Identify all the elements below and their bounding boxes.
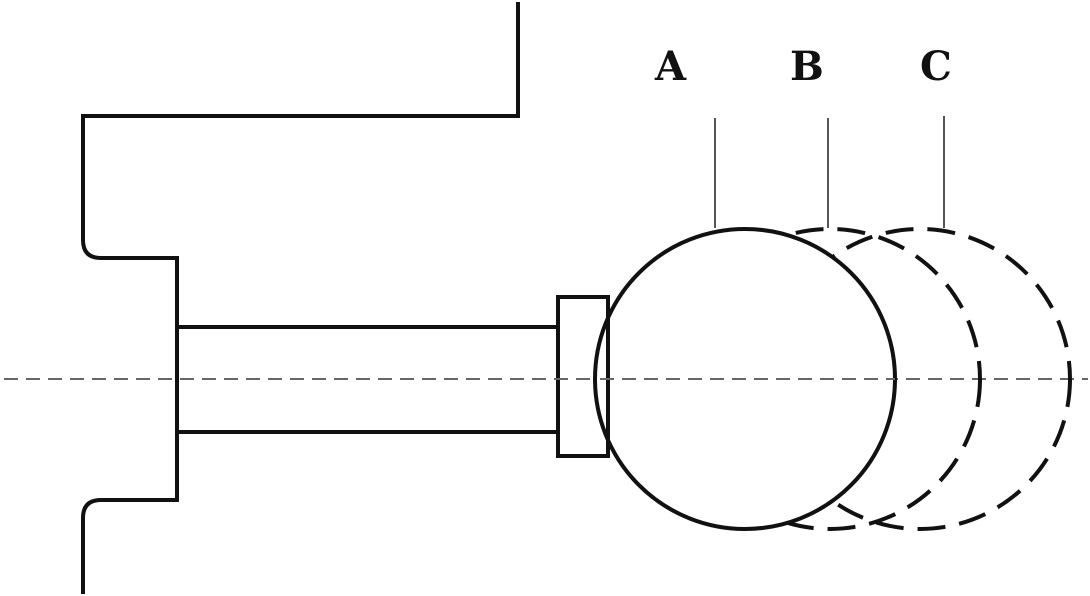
label-c: C [920,43,952,90]
housing-outline [81,2,520,594]
label-a: A [654,43,687,90]
label-b: B [790,43,824,90]
